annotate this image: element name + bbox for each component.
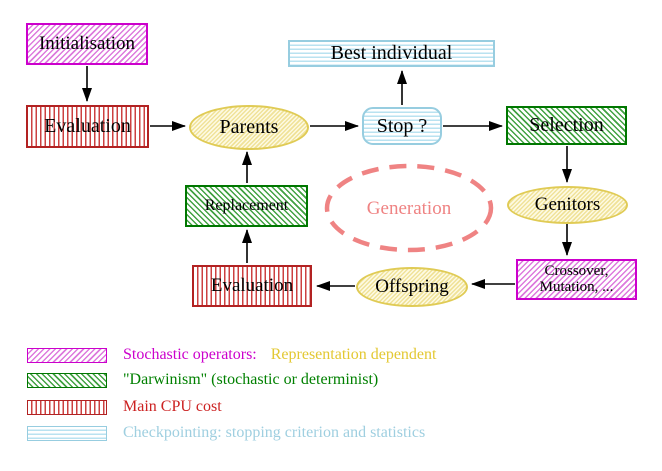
legend-stochastic-operators-label: Stochastic operators: bbox=[123, 346, 257, 363]
node-generation-label: Generation bbox=[366, 197, 452, 219]
node-generation: Generation bbox=[327, 166, 491, 251]
legend-main-cpu-cost-label: Main CPU cost bbox=[123, 398, 222, 415]
legend-checkpointing-label: Checkpointing: stopping criterion and st… bbox=[123, 424, 426, 441]
node-evaluation-bottom: Evaluation bbox=[192, 265, 312, 307]
node-evaluation-top-label: Evaluation bbox=[44, 115, 131, 137]
magenta-hatch-swatch-icon bbox=[27, 347, 107, 363]
node-stop: Stop ? bbox=[362, 107, 442, 145]
red-stripes-swatch-icon bbox=[27, 399, 107, 415]
node-offspring: Offspring bbox=[356, 267, 468, 307]
legend-item-darwinism: "Darwinism" (stochastic or determinist) bbox=[27, 371, 378, 389]
node-crossover-label-line2: Mutation, ... bbox=[539, 278, 614, 295]
legend-darwinism-label: "Darwinism" (stochastic or determinist) bbox=[123, 371, 379, 388]
node-best-individual: Best individual bbox=[288, 40, 495, 67]
node-evaluation-bottom-label: Evaluation bbox=[210, 275, 294, 297]
node-replacement-label: Replacement bbox=[204, 196, 289, 214]
node-selection-label: Selection bbox=[529, 114, 604, 136]
node-stop-label: Stop ? bbox=[376, 114, 428, 137]
node-genitors-label: Genitors bbox=[534, 194, 601, 216]
node-selection: Selection bbox=[506, 106, 627, 145]
blue-stripes-swatch-icon bbox=[27, 425, 107, 441]
green-hatch-swatch-icon bbox=[27, 372, 107, 388]
node-genitors: Genitors bbox=[507, 186, 628, 224]
node-parents-label: Parents bbox=[219, 116, 279, 138]
node-crossover-label-line1: Crossover, bbox=[544, 262, 609, 279]
legend-item-stochastic-operators: Stochastic operators: Representation dep… bbox=[27, 346, 436, 364]
node-initialisation-label: Initialisation bbox=[38, 33, 136, 55]
node-offspring-label: Offspring bbox=[375, 276, 449, 298]
legend-representation-dependent-label: Representation dependent bbox=[270, 346, 437, 363]
node-replacement: Replacement bbox=[185, 185, 308, 227]
node-evaluation-top: Evaluation bbox=[26, 105, 149, 148]
node-initialisation: Initialisation bbox=[26, 23, 148, 65]
node-crossover-mutation: Crossover, Mutation, ... bbox=[516, 259, 637, 300]
legend-item-checkpointing: Checkpointing: stopping criterion and st… bbox=[27, 424, 425, 442]
node-parents: Parents bbox=[189, 105, 309, 150]
node-best-individual-label: Best individual bbox=[330, 42, 453, 64]
legend-item-main-cpu-cost: Main CPU cost bbox=[27, 398, 222, 416]
